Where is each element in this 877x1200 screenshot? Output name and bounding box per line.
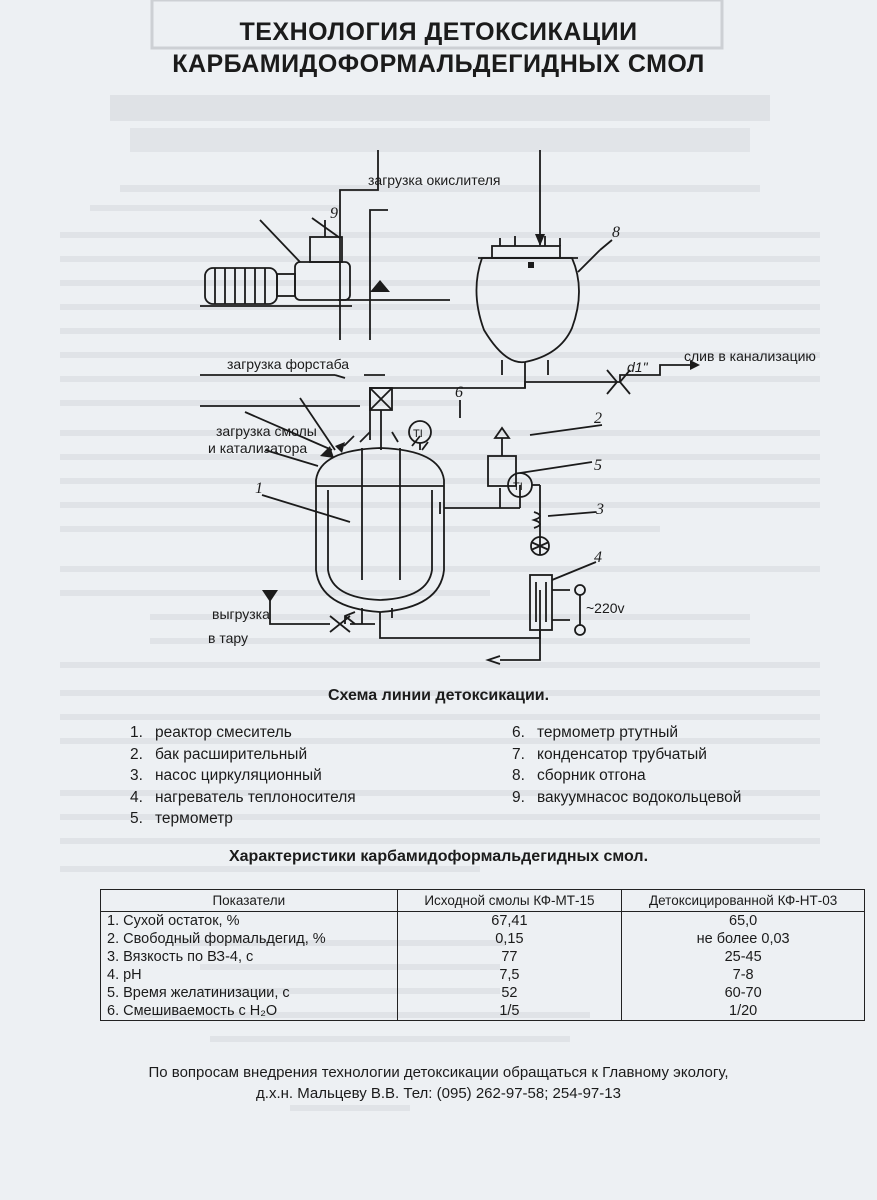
label-oxidizer-loading: загрузка окислителя [368,172,501,188]
table-cell: 6. Смешиваемость с H₂O [100,1002,398,1021]
table-row: 3. Вязкость по ВЗ-4, с 77 25-45 [100,948,865,966]
resin-properties-table: Показатели Исходной смолы КФ-МТ-15 Деток… [100,889,865,1021]
label-ti-6: TI [413,428,423,440]
table-title: Характеристики карбамидоформальдегидных … [228,848,649,865]
legend-left: 1.реактор смеситель 2.бак расширительный… [130,722,356,830]
table-row: 4. pH 7,5 7-8 [100,966,865,984]
table-cell: 52 [396,984,623,1002]
footer-line-1: По вопросам внедрения технологии детокси… [148,1064,729,1081]
callout-6: 6 [455,384,463,401]
table-row: 5. Время желатинизации, с 52 60-70 [100,984,865,1002]
legend-item: 1.реактор смеситель [130,724,292,741]
title-line-1: ТЕХНОЛОГИЯ ДЕТОКСИКАЦИИ [239,18,638,46]
callout-3: 3 [595,501,604,518]
legend-item: 8.сборник отгона [512,767,646,784]
footer-line-2: д.х.н. Мальцеву В.В. Тел: (095) 262-97-5… [256,1085,621,1102]
table-cell: 2. Свободный формальдегид, % [100,930,398,948]
table-cell: 67,41 [396,911,623,930]
process-diagram: загрузка окислителя слив в канализацию з… [200,150,816,665]
column-header: Исходной смолы КФ-МТ-15 [396,889,623,912]
table-cell: 7,5 [396,966,623,984]
diagram-caption: Схема линии детоксикации. [327,687,550,704]
callout-8: 8 [612,224,620,241]
table-header-row: Показатели Исходной смолы КФ-МТ-15 Деток… [100,889,865,912]
table-row: 6. Смешиваемость с H₂O 1/5 1/20 [100,1002,865,1021]
label-resin-loading-2: и катализатора [208,440,307,456]
table-cell: 7-8 [621,966,865,984]
table-cell: не более 0,03 [621,930,865,948]
legend-item: 6.термометр ртутный [512,724,678,741]
legend-item: 2.бак расширительный [130,745,308,763]
table-row: 1. Сухой остаток, % 67,41 65,0 [100,911,865,930]
legend-item: 9.вакуумнасос водокольцевой [512,788,742,806]
contact-footer: По вопросам внедрения технологии детокси… [0,1062,877,1104]
table-cell: 77 [396,948,623,966]
table-cell: 1/20 [621,1002,865,1021]
callout-9: 9 [330,205,338,222]
legend-item: 4.нагреватель теплоносителя [130,788,356,806]
table-cell: 65,0 [621,911,865,930]
label-voltage: ~220v [586,600,625,616]
legend-item: 5.термометр [130,810,233,827]
table-cell: 25-45 [621,948,865,966]
title-line-2: КАРБАМИДОФОРМАЛЬДЕГИДНЫХ СМОЛ [172,50,705,78]
label-resin-loading-1: загрузка смолы [216,423,317,439]
table-cell: 5. Время желатинизации, с [100,984,398,1002]
label-unloading-2: в тару [208,630,248,646]
legend-right: 6.термометр ртутный 7.конденсатор трубча… [512,722,741,808]
legend-item: 7.конденсатор трубчатый [512,745,707,763]
column-header: Показатели [100,889,398,912]
label-drain-to-sewer: слив в канализацию [684,348,816,364]
table-cell: 1. Сухой остаток, % [100,911,398,930]
column-header: Детоксицированной КФ-НТ-03 [621,889,865,912]
label-ti-5: TI [513,481,523,493]
label-forstab-loading: загрузка форстаба [227,356,349,372]
callout-2: 2 [594,410,602,427]
table-row: 2. Свободный формальдегид, % 0,15 не бол… [100,930,865,948]
callout-5: 5 [594,457,602,474]
callout-1: 1 [255,480,263,497]
table-cell: 60-70 [621,984,865,1002]
table-cell: 4. pH [100,966,398,984]
table-cell: 3. Вязкость по ВЗ-4, с [100,948,398,966]
table-cell: 0,15 [396,930,623,948]
callout-4: 4 [594,549,602,566]
label-unloading-1: выгрузка [212,606,270,622]
label-valve-d1: d1" [627,359,649,375]
legend-item: 3.насос циркуляционный [130,767,322,784]
table-cell: 1/5 [396,1002,623,1021]
